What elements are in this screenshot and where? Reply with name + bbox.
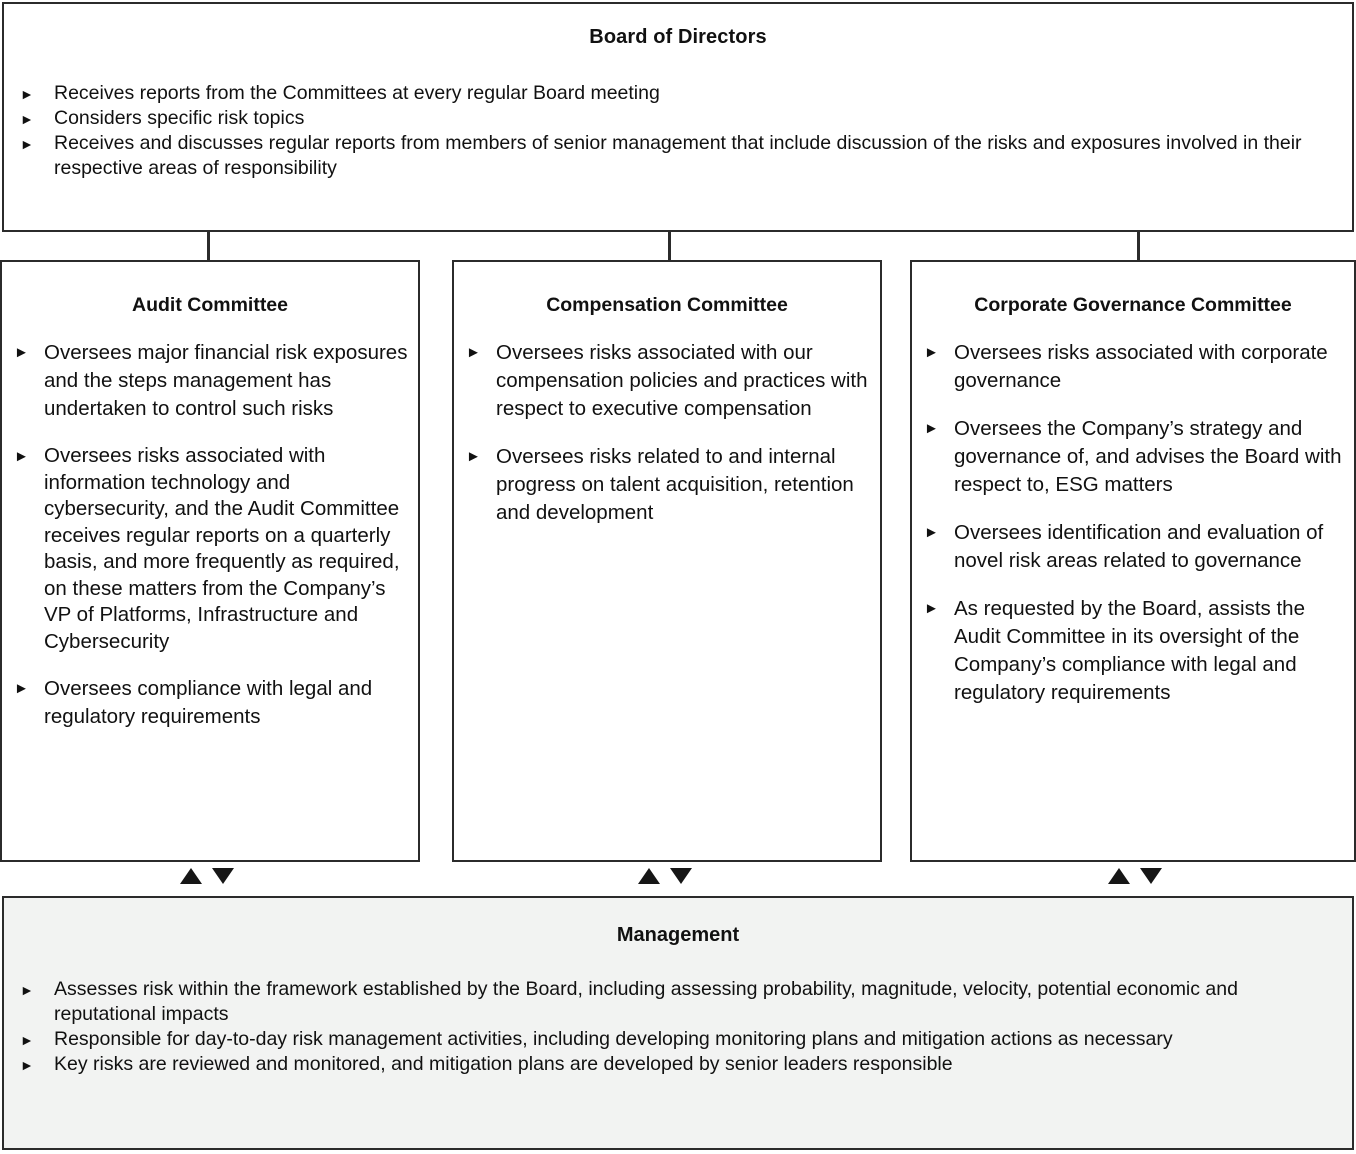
list-item: ► Oversees risks associated with our com…: [466, 339, 872, 423]
list-item-text: Oversees compliance with legal and regul…: [44, 677, 373, 728]
bullet-arrow-icon: ►: [20, 86, 34, 102]
bullet-arrow-icon: ►: [14, 680, 29, 697]
bullet-arrow-icon: ►: [466, 448, 481, 465]
audit-committee-box: Audit Committee ► Oversees major financi…: [0, 260, 420, 862]
corporate-governance-committee-title: Corporate Governance Committee: [974, 294, 1292, 316]
list-item: ► Receives and discusses regular reports…: [20, 131, 1338, 181]
list-item: ► Receives reports from the Committees a…: [20, 81, 1338, 106]
arrow-pair-governance-management: [1108, 868, 1162, 884]
bullet-arrow-icon: ►: [924, 524, 939, 541]
connector-board-to-compensation: [668, 232, 671, 260]
list-item-text: Assesses risk within the framework estab…: [54, 978, 1238, 1025]
bullet-arrow-icon: ►: [20, 982, 34, 998]
arrow-up-icon: [1108, 868, 1130, 884]
bullet-arrow-icon: ►: [20, 111, 34, 127]
bullet-arrow-icon: ►: [20, 1032, 34, 1048]
list-item-text: Oversees major financial risk exposures …: [44, 341, 408, 420]
list-item: ► Oversees compliance with legal and reg…: [14, 675, 410, 731]
list-item-text: Oversees the Company’s strategy and gove…: [954, 417, 1342, 496]
list-item-text: Receives reports from the Committees at …: [54, 82, 660, 104]
list-item-text: Oversees risks associated with corporate…: [954, 341, 1328, 392]
list-item-text: Responsible for day-to-day risk manageme…: [54, 1028, 1173, 1050]
bullet-arrow-icon: ►: [20, 136, 34, 152]
arrow-up-icon: [638, 868, 660, 884]
corporate-governance-committee-bullet-list: ► Oversees risks associated with corpora…: [912, 339, 1354, 707]
list-item: ► Oversees the Company’s strategy and go…: [924, 415, 1346, 499]
list-item: ► Responsible for day-to-day risk manage…: [20, 1027, 1340, 1052]
compensation-committee-bullet-list: ► Oversees risks associated with our com…: [454, 339, 880, 527]
bullet-arrow-icon: ►: [924, 420, 939, 437]
board-of-directors-title: Board of Directors: [589, 26, 767, 48]
bullet-arrow-icon: ►: [20, 1057, 34, 1073]
list-item: ► As requested by the Board, assists the…: [924, 595, 1346, 707]
management-bullet-list: ► Assesses risk within the framework est…: [4, 977, 1352, 1077]
arrow-down-icon: [212, 868, 234, 884]
arrow-pair-compensation-management: [638, 868, 692, 884]
list-item: ► Oversees identification and evaluation…: [924, 519, 1346, 575]
list-item: ► Oversees risks related to and internal…: [466, 443, 872, 527]
list-item: ► Assesses risk within the framework est…: [20, 977, 1340, 1027]
list-item-text: As requested by the Board, assists the A…: [954, 597, 1305, 704]
connector-board-to-governance: [1137, 232, 1140, 260]
board-of-directors-box: Board of Directors ► Receives reports fr…: [2, 2, 1354, 232]
arrow-down-icon: [670, 868, 692, 884]
bullet-arrow-icon: ►: [14, 344, 29, 361]
bullet-arrow-icon: ►: [924, 344, 939, 361]
list-item: ► Oversees risks associated with corpora…: [924, 339, 1346, 395]
arrow-up-icon: [180, 868, 202, 884]
list-item-text: Oversees risks related to and internal p…: [496, 445, 854, 524]
management-title: Management: [616, 924, 740, 946]
list-item: ► Oversees risks associated with informa…: [14, 443, 410, 655]
compensation-committee-box: Compensation Committee ► Oversees risks …: [452, 260, 882, 862]
arrow-down-icon: [1140, 868, 1162, 884]
bullet-arrow-icon: ►: [14, 448, 29, 465]
board-of-directors-bullet-list: ► Receives reports from the Committees a…: [4, 81, 1352, 181]
list-item-text: Oversees risks associated with informati…: [44, 444, 400, 653]
bullet-arrow-icon: ►: [924, 600, 939, 617]
audit-committee-bullet-list: ► Oversees major financial risk exposure…: [2, 339, 418, 731]
compensation-committee-title: Compensation Committee: [546, 294, 788, 316]
list-item-text: Oversees risks associated with our compe…: [496, 341, 868, 420]
connector-board-to-audit: [207, 232, 210, 260]
list-item-text: Receives and discusses regular reports f…: [54, 132, 1302, 179]
list-item: ► Considers specific risk topics: [20, 106, 1338, 131]
list-item-text: Key risks are reviewed and monitored, an…: [54, 1053, 953, 1075]
bullet-arrow-icon: ►: [466, 344, 481, 361]
list-item-text: Considers specific risk topics: [54, 107, 305, 129]
corporate-governance-committee-box: Corporate Governance Committee ► Oversee…: [910, 260, 1356, 862]
list-item: ► Oversees major financial risk exposure…: [14, 339, 410, 423]
list-item-text: Oversees identification and evaluation o…: [954, 521, 1324, 572]
arrow-pair-audit-management: [180, 868, 234, 884]
audit-committee-title: Audit Committee: [132, 294, 288, 316]
management-box: Management ► Assesses risk within the fr…: [2, 896, 1354, 1150]
list-item: ► Key risks are reviewed and monitored, …: [20, 1052, 1340, 1077]
